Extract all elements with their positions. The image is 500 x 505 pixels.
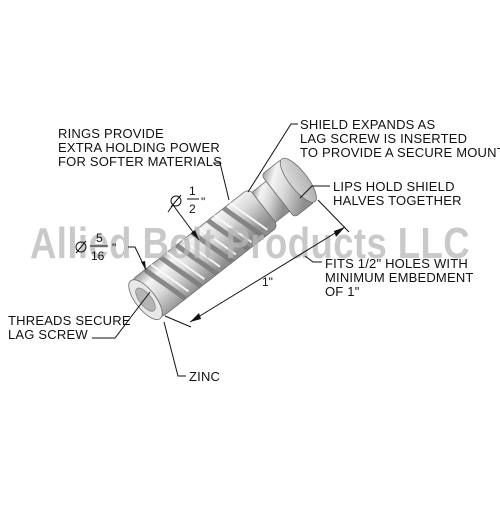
zinc-callout: ZINC xyxy=(189,369,220,384)
fits-callout-line-3: OF 1" xyxy=(325,284,360,299)
outer-dia-numerator: 1 xyxy=(189,184,196,198)
lips-leader xyxy=(299,185,330,199)
rings-callout-line-2: EXTRA HOLDING POWER xyxy=(58,140,220,155)
shield-leader xyxy=(247,123,298,193)
shield-callout: SHIELD EXPANDS AS LAG SCREW IS INSERTED … xyxy=(300,117,500,160)
length-dimension-label: 1" xyxy=(262,275,273,289)
leader-lines xyxy=(92,123,350,377)
outer-dia-unit: " xyxy=(201,195,205,209)
watermark-text: Allied Bolt Products LLC xyxy=(30,219,470,268)
shield-callout-line-1: SHIELD EXPANDS AS xyxy=(300,117,436,132)
rings-callout-line-3: FOR SOFTER MATERIALS xyxy=(58,154,222,169)
fits-callout: FITS 1/2" HOLES WITH MINIMUM EMBEDMENT O… xyxy=(325,256,474,299)
length-extension-left xyxy=(164,315,192,328)
dimension-arrowheads xyxy=(141,227,345,322)
outer-diameter-symbol xyxy=(170,194,182,208)
outer-dia-arrow xyxy=(191,230,199,240)
inner-dia-unit: " xyxy=(112,241,116,255)
inner-dia-denominator: 16 xyxy=(91,249,105,263)
thread-highlights xyxy=(150,202,268,293)
lag-shield xyxy=(128,157,317,320)
length-arrow-left xyxy=(190,313,201,322)
threads-callout-line-2: LAG SCREW xyxy=(8,327,88,342)
shield-callout-line-2: LAG SCREW IS INSERTED xyxy=(300,131,467,146)
inner-dia-numerator: 5 xyxy=(96,231,103,245)
fits-callout-line-1: FITS 1/2" HOLES WITH xyxy=(325,256,468,271)
fits-leader xyxy=(304,255,322,263)
threads-leader xyxy=(92,291,151,339)
inner-diameter-symbol xyxy=(75,240,87,254)
threads-callout-line-1: THREADS SECURE xyxy=(8,313,131,328)
lips-callout-line-2: HALVES TOGETHER xyxy=(333,193,462,208)
diameter-symbols xyxy=(75,194,199,254)
rings-leader xyxy=(213,162,230,201)
rings-callout-line-1: RINGS PROVIDE xyxy=(58,126,164,141)
rings-callout: RINGS PROVIDE EXTRA HOLDING POWER FOR SO… xyxy=(58,126,222,169)
inner-dia-arrow xyxy=(141,261,146,270)
length-arrow-right xyxy=(334,227,345,237)
length-dimension-line xyxy=(189,226,346,323)
lips-callout: LIPS HOLD SHIELD HALVES TOGETHER xyxy=(333,179,462,208)
threads-callout: THREADS SECURE LAG SCREW xyxy=(8,313,131,342)
outer-dia-denominator: 2 xyxy=(189,202,196,216)
zinc-leader xyxy=(163,321,186,377)
lips-callout-line-1: LIPS HOLD SHIELD xyxy=(333,179,455,194)
shield-callout-line-3: TO PROVIDE A SECURE MOUNT xyxy=(300,145,500,160)
length-extension-right xyxy=(317,199,350,233)
fits-callout-line-2: MINIMUM EMBEDMENT xyxy=(325,270,474,285)
